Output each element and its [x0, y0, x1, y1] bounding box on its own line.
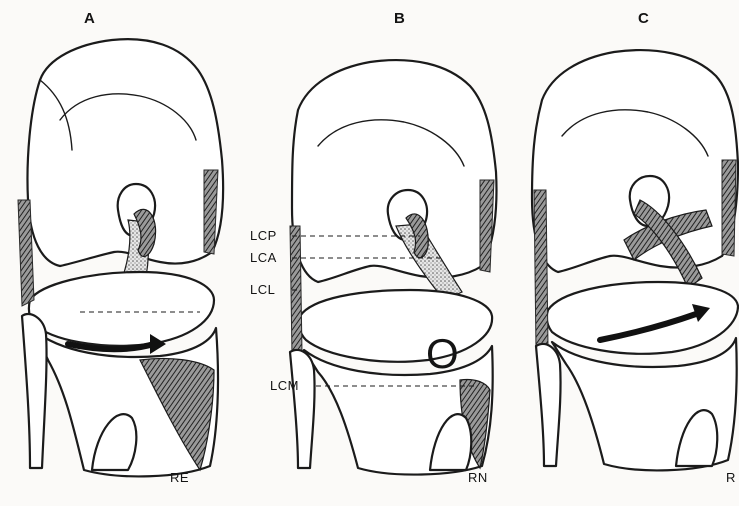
tibial-plateau-a — [29, 272, 214, 346]
fibula-c — [536, 344, 561, 466]
panel-letter-c: C — [638, 10, 649, 27]
panel-letter-a: A — [84, 10, 95, 27]
knee-panel-a — [18, 39, 223, 476]
lateral-band-c — [534, 190, 548, 350]
knee-panel-b — [290, 60, 496, 475]
caption-b: RN — [468, 470, 488, 485]
femur-b — [292, 60, 496, 282]
label-lca: LCA — [250, 250, 277, 265]
label-lcp: LCP — [250, 228, 277, 243]
fibula-b — [290, 350, 315, 468]
label-lcl: LCL — [250, 282, 275, 297]
tibial-plateau-c — [547, 282, 738, 354]
knee-panel-c — [532, 50, 738, 470]
fibula-a — [22, 314, 47, 468]
label-lcm: LCM — [270, 378, 299, 393]
lateral-band-b — [290, 226, 302, 356]
caption-a: RE — [170, 470, 189, 485]
neutral-marker: O — [426, 330, 459, 378]
tibial-plateau-b — [299, 290, 492, 362]
caption-c: R — [726, 470, 736, 485]
medial-band-b — [480, 180, 494, 272]
panel-letter-b: B — [394, 10, 405, 27]
medial-band-c — [722, 160, 736, 256]
